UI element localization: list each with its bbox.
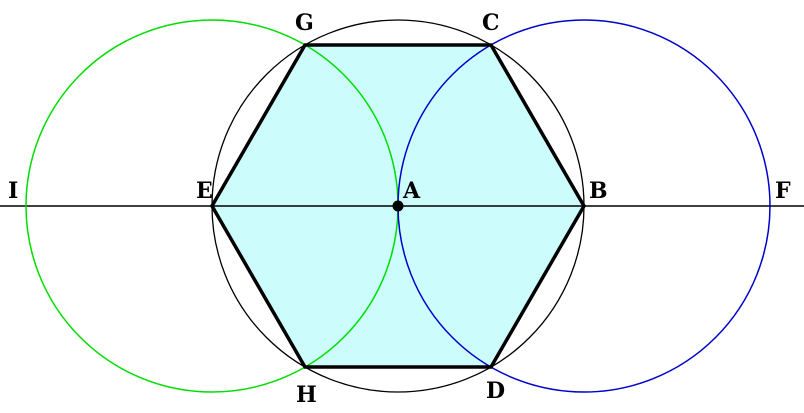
label-e: E bbox=[196, 178, 213, 204]
label-c: C bbox=[482, 10, 500, 36]
label-g: G bbox=[295, 10, 314, 36]
label-b: B bbox=[589, 178, 608, 204]
label-d: D bbox=[486, 378, 505, 404]
label-a: A bbox=[402, 178, 421, 204]
hexagon-outline bbox=[209, 43, 587, 369]
label-i: I bbox=[8, 178, 18, 204]
center-point-a bbox=[392, 200, 404, 212]
label-f: F bbox=[775, 178, 791, 204]
label-h: H bbox=[296, 382, 317, 408]
